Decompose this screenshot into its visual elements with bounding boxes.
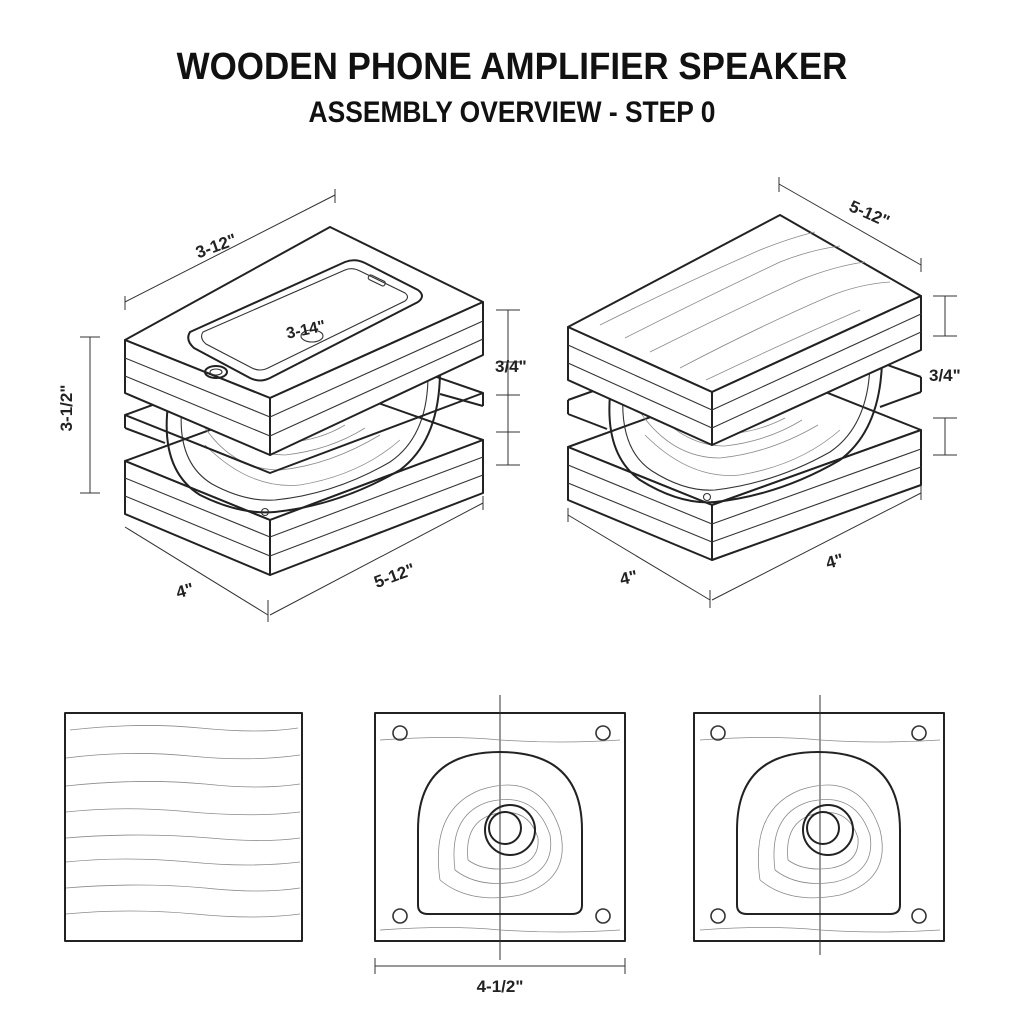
right-dim-front-label: 4": [618, 567, 639, 589]
drawing-subtitle: ASSEMBLY OVERVIEW - STEP 0: [308, 96, 716, 129]
panel-speaker-cutout-left: [374, 695, 626, 974]
right-dimensions: [567, 177, 957, 608]
right-dim-layer-label: 3/4": [929, 366, 961, 385]
right-bottom-slab: [567, 371, 922, 561]
right-top-slab: [567, 214, 922, 446]
right-assembly: 5-12" 3/4" 4" 4": [567, 177, 961, 608]
left-dim-front-label: 4": [174, 579, 196, 602]
drawing-title: WOODEN PHONE AMPLIFIER SPEAKER: [176, 46, 848, 88]
left-dim-top-label: 3-12": [193, 230, 239, 262]
left-dim-layer-label: 3/4": [495, 357, 527, 376]
panel-speaker-cutout-right: [693, 695, 945, 955]
left-dimensions: [80, 189, 520, 622]
left-assembly: 3-12" 3-14" 3-1/2" 3/4" 4" 5-12": [57, 189, 527, 622]
left-dim-height-label: 3-1/2": [57, 385, 76, 432]
right-dim-side-label: 4": [824, 550, 846, 573]
panel-width-label: 4-1/2": [477, 977, 524, 996]
panel-plain: [64, 712, 303, 942]
left-top-slab: [124, 226, 484, 456]
left-bottom-slab: [124, 385, 484, 576]
left-dim-side-label: 5-12": [372, 560, 418, 592]
